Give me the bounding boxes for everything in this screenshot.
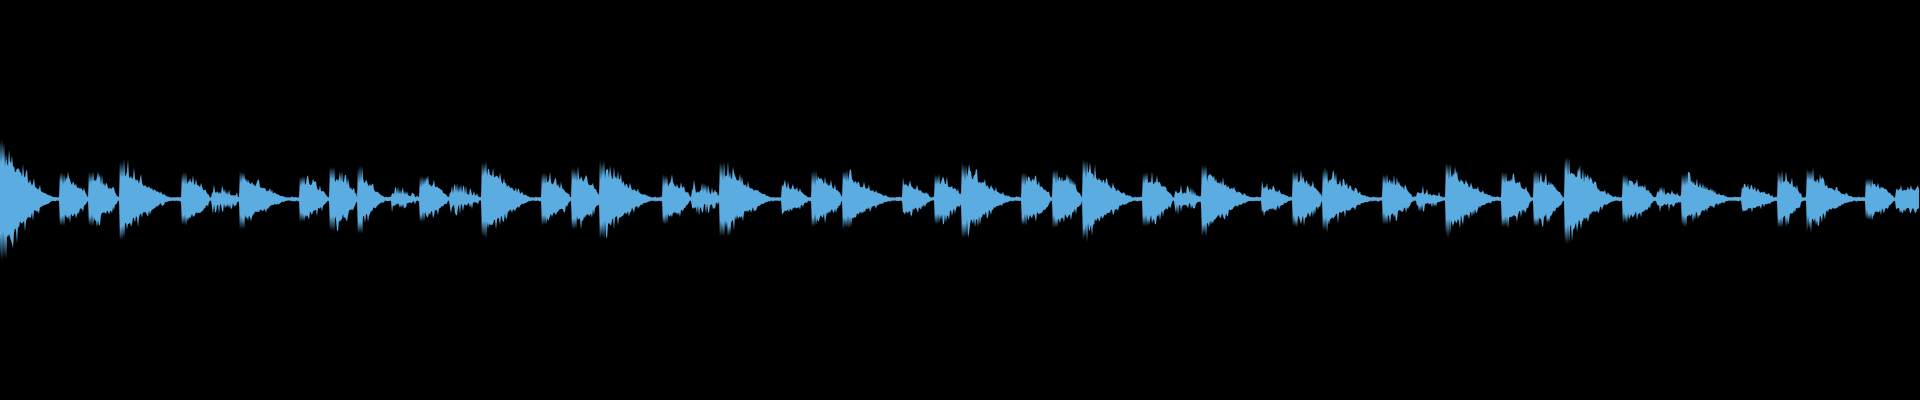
waveform-shape — [0, 139, 1919, 262]
